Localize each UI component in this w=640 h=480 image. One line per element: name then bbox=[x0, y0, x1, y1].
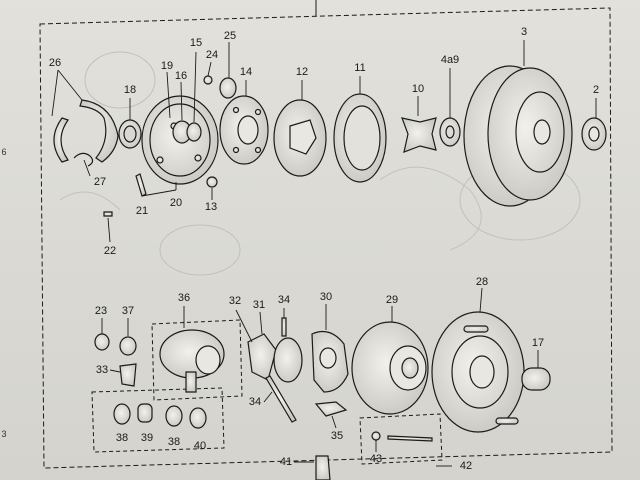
label-26: 26 bbox=[48, 57, 62, 69]
part-25-bushing bbox=[219, 77, 237, 99]
part-22-bolt bbox=[103, 211, 113, 217]
label-20: 20 bbox=[169, 197, 183, 209]
label-40: 40 bbox=[193, 440, 207, 452]
part-32-bracket bbox=[247, 333, 277, 381]
label-28: 28 bbox=[475, 276, 489, 288]
label-18: 18 bbox=[123, 84, 137, 96]
part-42-rod bbox=[387, 435, 433, 442]
label-22: 22 bbox=[103, 245, 117, 257]
label-38-b: 38 bbox=[167, 436, 181, 448]
label-27: 27 bbox=[93, 176, 107, 188]
label-42: 42 bbox=[459, 460, 473, 472]
part-31-collar bbox=[273, 337, 303, 383]
label-25: 25 bbox=[223, 30, 237, 42]
part-17-bushing bbox=[521, 367, 551, 391]
label-10: 10 bbox=[411, 83, 425, 95]
label-3: 3 bbox=[520, 26, 528, 38]
part-40-washer bbox=[189, 407, 207, 429]
subgroup-box-42 bbox=[359, 413, 443, 465]
label-14: 14 bbox=[239, 66, 253, 78]
label-39: 39 bbox=[140, 432, 154, 444]
part-41-bracket bbox=[315, 455, 331, 480]
part-35-spring-clip bbox=[314, 401, 348, 417]
label-29: 29 bbox=[385, 294, 399, 306]
part-21-lever bbox=[135, 173, 147, 197]
subgroup-box-38-40 bbox=[91, 387, 225, 453]
label-24: 24 bbox=[205, 49, 219, 61]
label-43: 43 bbox=[369, 453, 383, 465]
label-36: 36 bbox=[177, 292, 191, 304]
label-4a9: 4a9 bbox=[440, 54, 460, 66]
assembly-boundary bbox=[39, 7, 613, 469]
label-15: 15 bbox=[189, 37, 203, 49]
label-32: 32 bbox=[228, 295, 242, 307]
part-13-pin bbox=[206, 176, 218, 188]
label-21: 21 bbox=[135, 205, 149, 217]
part-43-nut bbox=[371, 431, 381, 441]
edge-mark-left-top: 6 bbox=[1, 147, 7, 157]
part-15-bearing bbox=[186, 122, 202, 142]
label-30: 30 bbox=[319, 291, 333, 303]
label-12: 12 bbox=[295, 66, 309, 78]
label-23: 23 bbox=[94, 305, 108, 317]
part-27-spring bbox=[73, 152, 94, 167]
subgroup-box-36 bbox=[151, 319, 243, 401]
part-10-spider bbox=[401, 117, 437, 153]
label-2: 2 bbox=[592, 84, 600, 96]
edge-mark-left-bottom: 3 bbox=[1, 429, 7, 439]
label-11: 11 bbox=[354, 62, 366, 74]
label-19: 19 bbox=[160, 60, 174, 72]
part-23-nut bbox=[94, 333, 110, 351]
part-38-sleeve-b bbox=[165, 405, 183, 427]
part-34-long-bolt bbox=[265, 375, 297, 423]
label-13: 13 bbox=[204, 201, 218, 213]
part-33-clip bbox=[119, 363, 137, 387]
label-38-a: 38 bbox=[115, 432, 129, 444]
label-31: 31 bbox=[252, 299, 266, 311]
part-24-nut bbox=[203, 75, 213, 85]
label-34-lower: 34 bbox=[248, 396, 262, 408]
part-3-drum-face bbox=[487, 67, 573, 201]
part-39-spacer bbox=[137, 403, 153, 423]
label-35: 35 bbox=[330, 430, 344, 442]
part-37-washer bbox=[119, 336, 137, 356]
leader-lines bbox=[51, 40, 597, 467]
label-41: 41 bbox=[279, 456, 293, 468]
label-37: 37 bbox=[121, 305, 135, 317]
label-34-upper: 34 bbox=[277, 294, 291, 306]
part-38-sleeve-a bbox=[113, 403, 131, 425]
label-33: 33 bbox=[95, 364, 109, 376]
part-34-bolt-upper bbox=[281, 317, 287, 337]
part-26-brake-shoe-right bbox=[79, 99, 119, 163]
label-16: 16 bbox=[174, 70, 188, 82]
part-26-brake-shoe-left bbox=[53, 117, 69, 163]
label-17: 17 bbox=[531, 337, 545, 349]
